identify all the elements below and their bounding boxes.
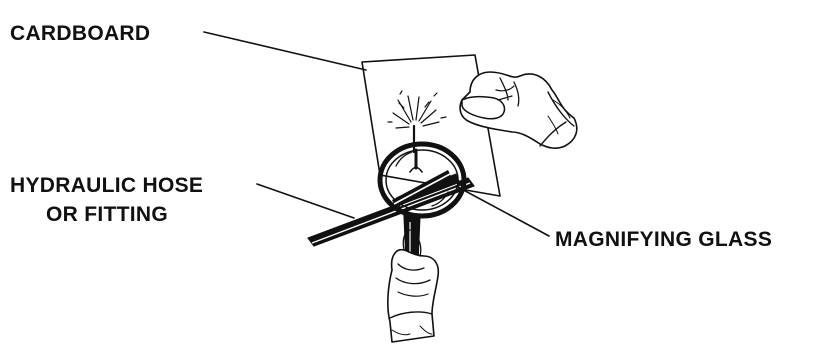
hydraulic-hose	[307, 173, 475, 247]
cardboard-sheet	[361, 54, 501, 197]
cardboard-leader	[203, 31, 367, 71]
magnifying-glass	[377, 141, 467, 263]
hand-holding-magnifier	[387, 229, 440, 343]
label-cardboard: CARDBOARD	[10, 22, 150, 45]
magnifier-leader	[455, 185, 550, 237]
leak-spray-marks	[387, 90, 447, 129]
hand-holding-cardboard	[459, 71, 578, 149]
label-hose-line2: OR FITTING	[46, 203, 168, 226]
label-magnifying-glass: MAGNIFYING GLASS	[555, 228, 772, 251]
leader-lines	[203, 31, 550, 237]
label-hose-line1: HYDRAULIC HOSE	[10, 174, 203, 197]
hose-leader	[256, 183, 355, 219]
